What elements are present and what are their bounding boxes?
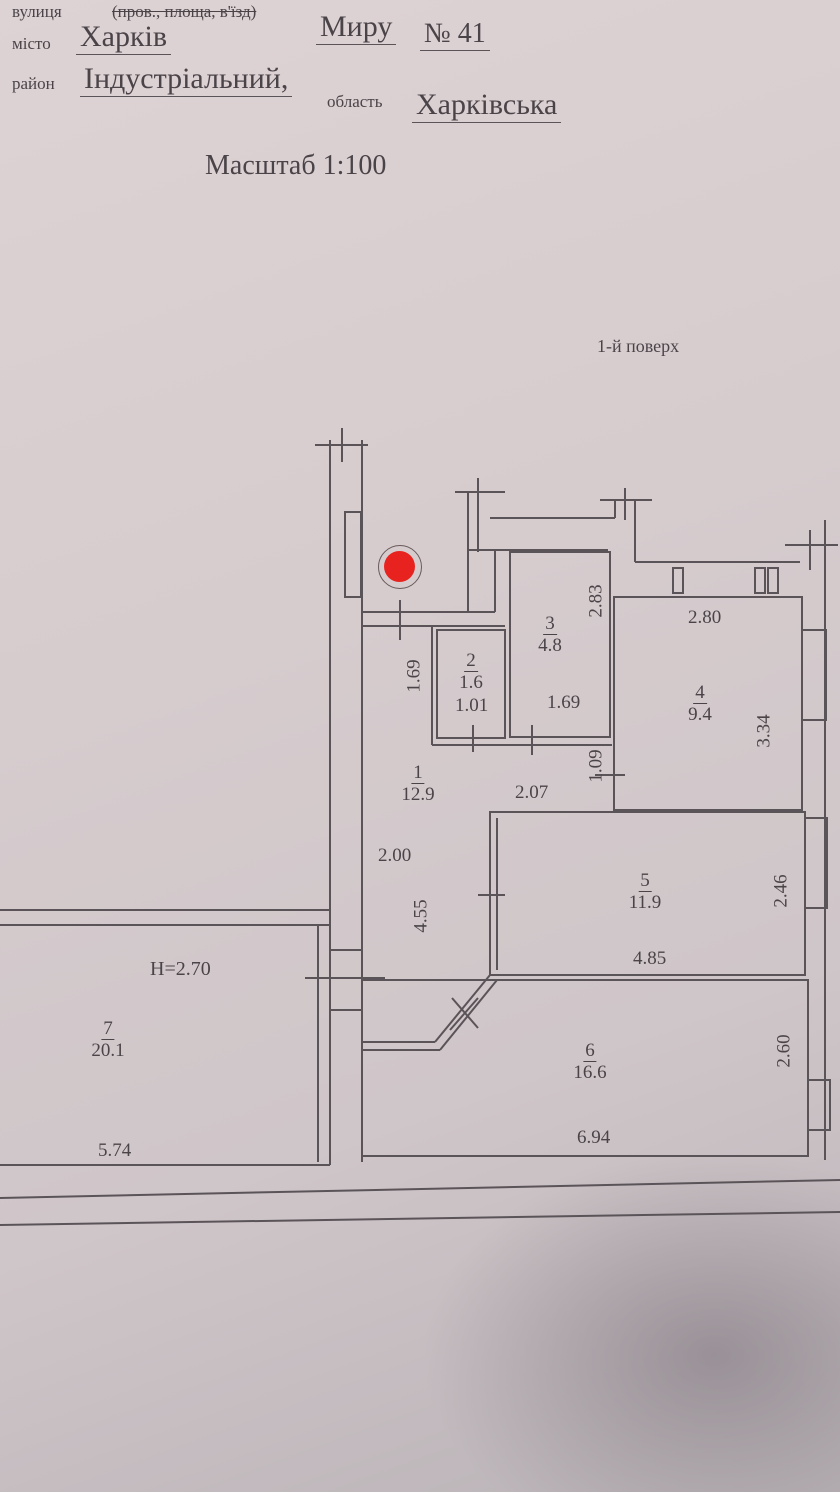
district-label: район [12, 74, 55, 93]
city-label: місто [12, 34, 51, 53]
location-marker-ring [378, 545, 422, 589]
street-value: Миру [316, 10, 397, 45]
region-value: Харківська [412, 88, 562, 123]
street-type-label: (пров., площа, в'їзд) [112, 2, 257, 21]
room-area: 11.9 [628, 892, 662, 913]
room-number: 5 [638, 870, 652, 892]
room-number: 2 [464, 650, 478, 672]
room-area: 4.8 [538, 635, 562, 656]
room-number: 7 [101, 1018, 115, 1040]
ceiling-height: H=2.70 [150, 958, 211, 980]
dim-r3-h: 2.83 [585, 584, 607, 618]
dim-r6-w: 6.94 [577, 1127, 611, 1148]
district-value: Індустріальний, [80, 62, 293, 97]
location-marker-dot [384, 551, 415, 582]
room-area: 9.4 [688, 704, 712, 725]
dim-r3-w: 1.69 [547, 692, 581, 713]
dim-r2-w: 1.01 [455, 695, 489, 716]
room-area: 16.6 [573, 1062, 607, 1083]
room-number: 4 [693, 682, 707, 704]
room-area: 1.6 [459, 672, 483, 693]
dim-r1-d: 2.07 [515, 782, 549, 803]
dim-r1-c: 4.55 [410, 899, 432, 933]
dim-r5-w: 4.85 [633, 948, 667, 969]
house-number: № 41 [420, 18, 490, 51]
scale-label: Масштаб 1:100 [205, 150, 387, 181]
room-number: 1 [411, 762, 425, 784]
street-label: вулиця [12, 2, 62, 21]
dim-r5-h: 2.46 [770, 874, 792, 908]
region-label: область [327, 92, 383, 111]
room-number: 3 [543, 613, 557, 635]
dim-r1-b: 2.00 [378, 845, 412, 866]
dim-r4-h: 3.34 [753, 714, 775, 748]
room-number: 6 [583, 1040, 597, 1062]
city-value: Харків [76, 20, 172, 55]
dim-r1-a: 1.69 [403, 659, 425, 693]
dim-r6-h: 2.60 [773, 1034, 795, 1068]
floor-label: 1-й поверх [597, 336, 680, 356]
dim-r4-w: 2.80 [688, 607, 722, 628]
room-area: 20.1 [91, 1040, 125, 1061]
room-area: 12.9 [401, 784, 435, 805]
dim-r7-w: 5.74 [98, 1140, 132, 1161]
dim-r1-e: 1.09 [585, 749, 607, 783]
photo-shadow [420, 1150, 840, 1492]
